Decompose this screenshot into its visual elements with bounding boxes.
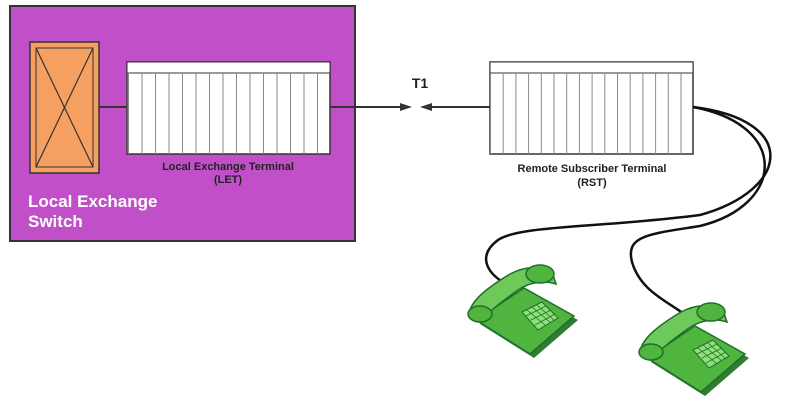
cable-phone-2 [629, 105, 766, 316]
subscriber-cables [484, 105, 772, 316]
arrow-right-icon [400, 103, 412, 111]
let-label: Local Exchange Terminal [162, 161, 294, 173]
rst-label: Remote Subscriber Terminal [518, 163, 667, 175]
switch-label-line2: Switch [28, 212, 83, 231]
telephone-icon [467, 264, 578, 358]
rst-terminal-rack [489, 61, 694, 155]
arrow-left-icon [420, 103, 432, 111]
crossbar-switch-icon [29, 41, 100, 174]
t1-label: T1 [412, 75, 429, 91]
local-exchange-switch: Local Exchange Terminal (LET) Local Exch… [9, 5, 356, 242]
let-terminal-rack [126, 61, 331, 155]
cable-phone-1 [484, 105, 772, 286]
switch-label-line1: Local Exchange [28, 192, 157, 211]
rst-abbrev: (RST) [577, 177, 607, 189]
t1-link: T1 [330, 75, 490, 111]
let-abbrev: (LET) [214, 174, 242, 186]
telephone-icon [638, 302, 749, 396]
